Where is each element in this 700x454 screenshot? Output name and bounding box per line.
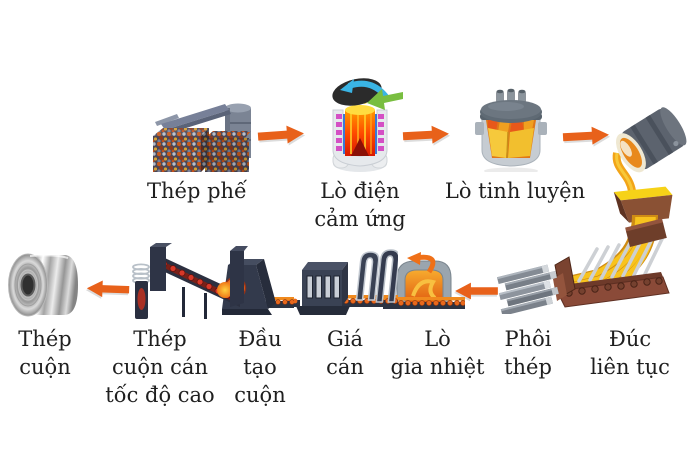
refining-furnace-illustration (475, 88, 547, 172)
scrap-steel-illustration (153, 103, 251, 172)
billet-label: Phôi thép (504, 327, 552, 379)
reheating-furnace-label: Lò gia nhiệt (390, 327, 485, 379)
rolling-stand-illustration (286, 249, 398, 315)
strand-guides (577, 235, 665, 283)
induction-furnace-label: Lò điện cảm ứng (314, 179, 406, 231)
pouring-ladle (616, 107, 687, 173)
induction-coils (336, 114, 384, 154)
refining-furnace-label: Lò tinh luyện (444, 179, 586, 203)
looper-1 (355, 251, 380, 301)
scrap-label: Thép phế (147, 179, 247, 203)
high-speed-coil-label: Thép cuộn cán tốc độ cao (105, 327, 215, 407)
reheating-furnace-illustration (383, 252, 465, 309)
hot-coil-ball (217, 282, 233, 298)
flow-arrow-right-3-icon (562, 126, 611, 147)
looper-2 (375, 249, 398, 303)
steel-coil-label: Thép cuộn (18, 327, 72, 379)
billet-bars (496, 264, 559, 314)
housing-windows (306, 275, 340, 299)
spring-guide (132, 263, 150, 285)
continuous-casting-label: Đúc liên tục (590, 327, 670, 379)
induction-furnace-illustration (332, 78, 403, 172)
steel-coil-illustration (8, 253, 78, 317)
billet-illustration (496, 264, 559, 314)
flow-arrow-right-2-icon (402, 125, 451, 146)
feed-arrow-icon (367, 89, 403, 110)
flow-arrow-right-1-icon (257, 125, 306, 146)
high-speed-coil-illustration (132, 243, 248, 319)
flow-arrow-left-2-icon (85, 280, 130, 299)
mold-block (625, 218, 667, 248)
rolling-stand-label: Giá cán (326, 327, 364, 379)
continuous-casting-illustration (553, 107, 687, 308)
coil-forming-head-label: Đầu tạo cuộn (234, 327, 286, 407)
scrap-bales (153, 128, 251, 172)
